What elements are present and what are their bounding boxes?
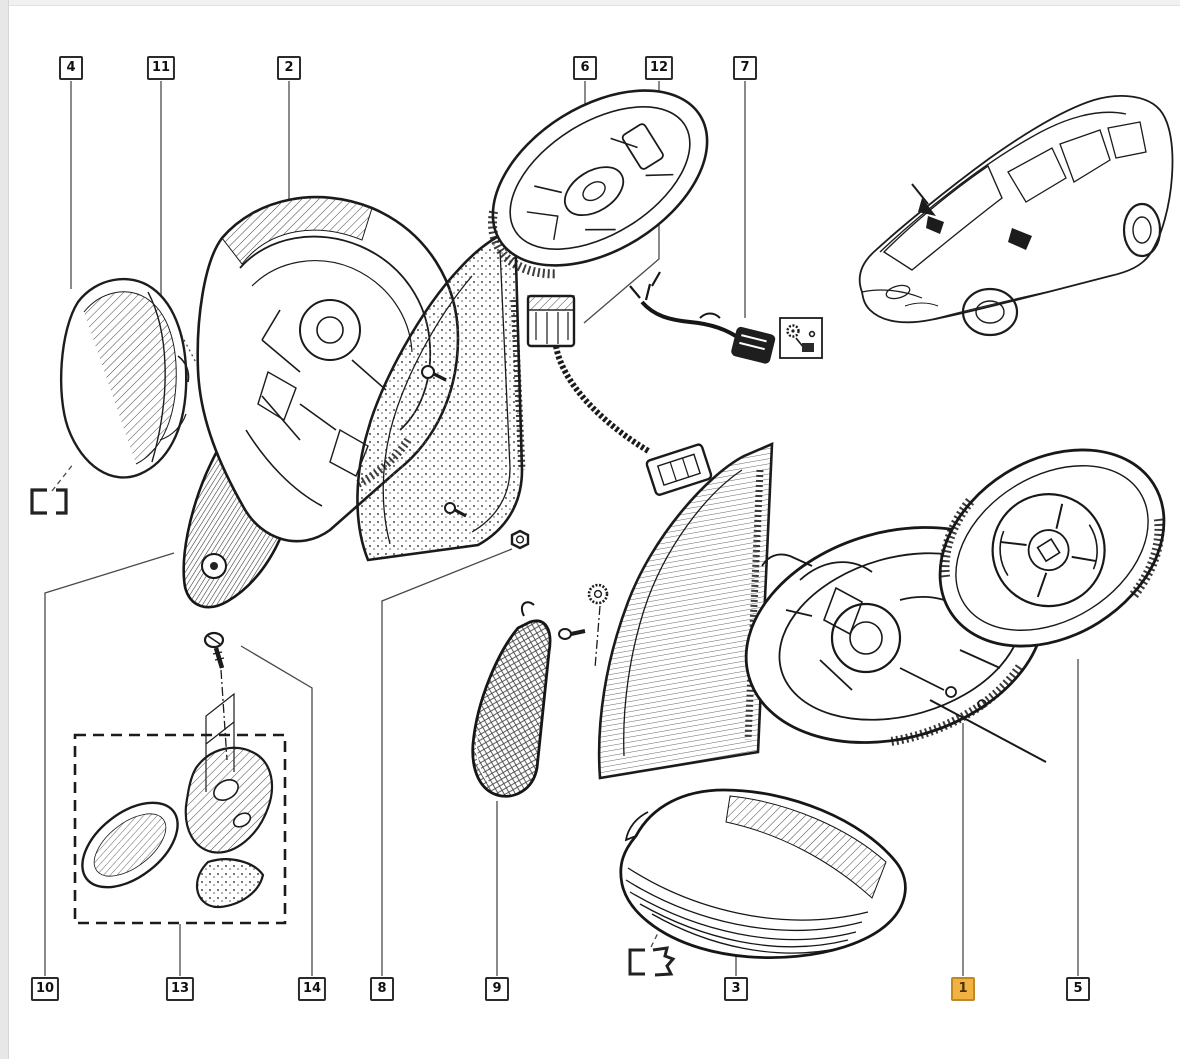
mirror-cap-drawing [59, 277, 190, 479]
base-gasket-drawing [471, 601, 552, 798]
mirror-harness-drawing [526, 294, 713, 496]
callout-8[interactable]: 8 [370, 977, 394, 1001]
callout-9[interactable]: 9 [485, 977, 509, 1001]
housing-shell-drawing [619, 788, 907, 960]
callout-12[interactable]: 12 [644, 56, 674, 80]
door-sail-panel-lower-drawing [597, 441, 774, 780]
clip-symbol-left [30, 488, 68, 515]
callout-4[interactable]: 4 [59, 56, 83, 80]
mirror-glass-drawing [938, 448, 1166, 648]
callout-11[interactable]: 11 [146, 56, 176, 80]
pigtail-wire-drawing [629, 271, 776, 364]
actuator-plate-drawing [487, 89, 709, 279]
callout-5[interactable]: 5 [1066, 977, 1090, 1001]
page-left-edge [0, 0, 9, 1059]
callout-6[interactable]: 6 [573, 56, 597, 80]
callout-1-highlighted[interactable]: 1 [951, 977, 975, 1001]
repair-kit-box-drawing [73, 631, 287, 925]
vehicle-drawing [858, 95, 1174, 337]
fastener-icon-box [779, 317, 823, 359]
callout-10[interactable]: 10 [30, 977, 60, 1001]
callout-14[interactable]: 14 [297, 977, 327, 1001]
clip-symbol-right [628, 946, 676, 977]
small-fasteners-drawing [510, 529, 609, 669]
door-sail-panel-upper-drawing [356, 226, 526, 562]
callout-7[interactable]: 7 [733, 56, 757, 80]
callout-2[interactable]: 2 [277, 56, 301, 80]
callout-3[interactable]: 3 [724, 977, 748, 1001]
callout-13[interactable]: 13 [165, 977, 195, 1001]
page-top-edge [0, 0, 1180, 6]
